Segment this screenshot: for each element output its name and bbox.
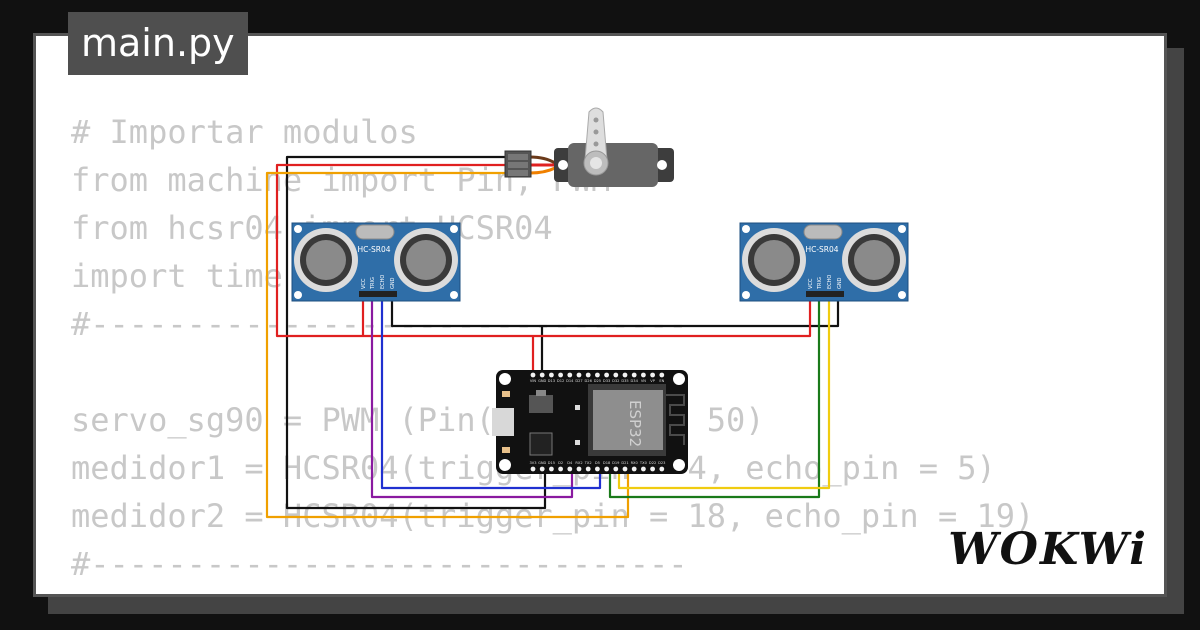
code-line: # Importar modulos <box>71 113 418 151</box>
board-pin-label: GND <box>538 461 546 465</box>
pin-label: ECHO <box>827 275 833 289</box>
board-pin-label: VIN <box>530 379 537 383</box>
wire-echo-2 <box>617 296 831 490</box>
board-pin-label: D13 <box>548 379 555 383</box>
wire-ground <box>285 155 840 510</box>
board-pin-label: D26 <box>585 379 593 383</box>
sensor-model-label: HC-SR04 <box>805 245 838 254</box>
board-pin-label: D2 <box>558 461 563 465</box>
pin-label: VCC <box>808 278 814 289</box>
servo-motor[interactable] <box>504 107 674 187</box>
board-pin-bottom[interactable] <box>595 466 600 472</box>
board-pin-top[interactable] <box>595 372 600 378</box>
board-pin-top[interactable] <box>631 372 637 378</box>
board-pin-label: TX2 <box>584 461 592 465</box>
board-pin-label: D32 <box>612 379 619 383</box>
board-pin-top[interactable] <box>576 372 582 378</box>
board-pin-bottom[interactable] <box>659 466 665 472</box>
board-pin-label: VN <box>641 379 646 383</box>
board-pin-label: D14 <box>566 379 574 383</box>
pin-label: VCC <box>361 278 367 289</box>
board-pin-bottom[interactable] <box>650 466 655 472</box>
pin-label: TRIG <box>370 277 376 290</box>
board-pin-bottom[interactable] <box>613 466 619 472</box>
wire-power <box>275 163 812 375</box>
board-pin-bottom[interactable] <box>530 466 536 472</box>
code-line: import time <box>71 257 283 295</box>
board-pin-label: D22 <box>649 461 656 465</box>
code-line: angulo = 180.0 <box>71 588 1034 594</box>
board-pin-bottom[interactable] <box>604 466 609 472</box>
wokwi-logo[interactable]: WOKWi <box>948 524 1148 575</box>
board-pin-top[interactable] <box>622 372 628 378</box>
board-pin-top[interactable] <box>585 372 591 378</box>
wires <box>265 155 840 519</box>
board-pin-bottom[interactable] <box>549 466 554 472</box>
board-pin-label: D19 <box>612 461 620 465</box>
board-pin-bottom[interactable] <box>567 466 573 472</box>
board-pin-label: D4 <box>567 461 573 465</box>
wire-trigger-2 <box>608 296 821 499</box>
sensor-model-label: HC-SR04 <box>357 245 390 254</box>
board-pin-top[interactable] <box>650 372 655 378</box>
wire-trigger-1 <box>370 296 574 499</box>
board-pin-top[interactable] <box>558 372 563 378</box>
board-pin-top[interactable] <box>549 372 554 378</box>
board-pin-top[interactable] <box>567 372 573 378</box>
board-pin-bottom[interactable] <box>585 466 591 472</box>
board-pin-label: EN <box>659 379 664 383</box>
pin-label: GND <box>390 277 396 289</box>
board-pin-top[interactable] <box>530 372 536 378</box>
pin-label: TRIG <box>817 277 823 290</box>
file-tab[interactable]: main.py <box>68 12 248 75</box>
wire-servo-signal <box>265 171 630 519</box>
board-pin-top[interactable] <box>613 372 619 378</box>
board-pin-bottom[interactable] <box>641 466 646 472</box>
code-line: #------------------------------- <box>71 545 688 583</box>
board-pin-top[interactable] <box>604 372 609 378</box>
board-pin-label: D23 <box>658 461 665 465</box>
board-pin-label: 3V3 <box>529 461 536 465</box>
board-pin-label: D34 <box>631 379 639 383</box>
pin-label: ECHO <box>380 275 386 289</box>
chip-label: ESP32 <box>626 400 644 447</box>
ultrasonic-sensor-left[interactable]: HC-SR04 VCC TRIG ECHO GND <box>291 222 461 302</box>
board-pin-label: D5 <box>595 461 600 465</box>
ultrasonic-sensor-right[interactable]: HC-SR04 VCC TRIG ECHO GND <box>739 222 909 302</box>
board-pin-label: D27 <box>575 379 582 383</box>
board-pin-bottom[interactable] <box>622 466 628 472</box>
board-pin-label: RX2 <box>575 461 582 465</box>
board-pin-label: D33 <box>603 379 610 383</box>
board-pin-bottom[interactable] <box>539 466 545 472</box>
board-pin-label: RX0 <box>631 461 639 465</box>
board-pin-label: D35 <box>621 379 628 383</box>
board-pin-bottom[interactable] <box>558 466 563 472</box>
board-pin-top[interactable] <box>539 372 545 378</box>
board-pin-top[interactable] <box>641 372 646 378</box>
board-pin-label: VP <box>650 379 655 383</box>
board-pin-label: D25 <box>594 379 601 383</box>
board-pin-label: TX0 <box>639 461 648 465</box>
board-pin-bottom[interactable] <box>631 466 637 472</box>
board-pin-top[interactable] <box>659 372 665 378</box>
board-pin-bottom[interactable] <box>576 466 582 472</box>
board-pin-label: D18 <box>603 461 611 465</box>
board-pin-label: D12 <box>557 379 564 383</box>
board-pin-label: GND <box>538 379 546 383</box>
board-pin-label: D21 <box>621 461 628 465</box>
board-pin-label: D15 <box>548 461 555 465</box>
pin-label: GND <box>837 277 843 289</box>
wire-echo-1 <box>380 296 602 490</box>
